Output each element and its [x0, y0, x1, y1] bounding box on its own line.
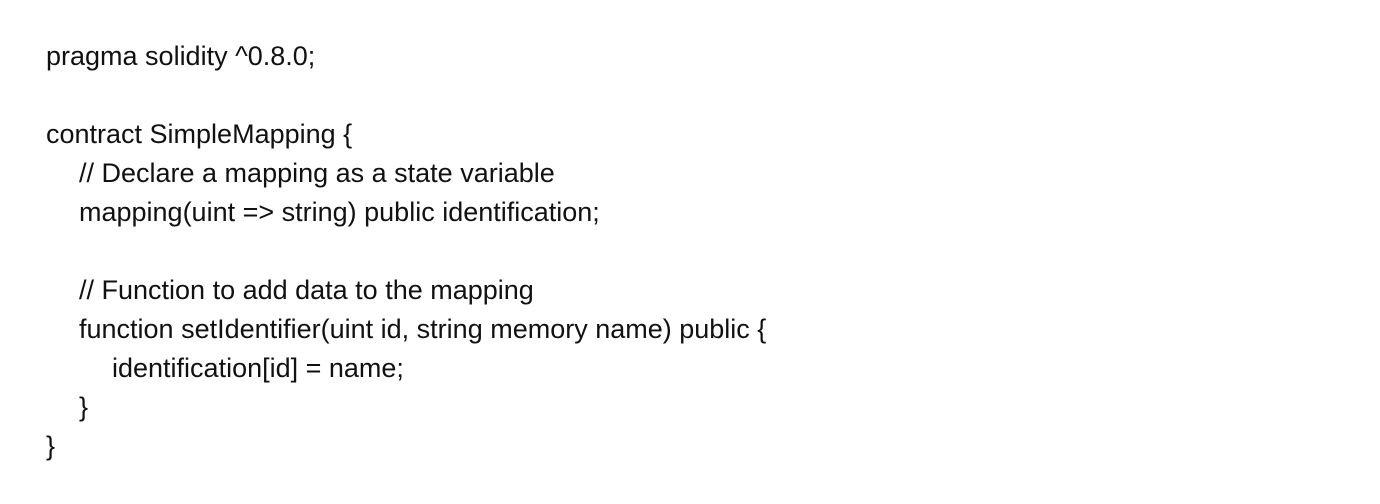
code-line-pragma: pragma solidity ^0.8.0; [46, 41, 316, 71]
code-snippet: pragma solidity ^0.8.0; contract SimpleM… [46, 37, 766, 466]
code-line-mapping-declaration: mapping(uint => string) public identific… [79, 197, 600, 227]
code-line-assignment: identification[id] = name; [112, 353, 404, 383]
code-line-function-close: } [79, 392, 89, 422]
code-line-contract-close: } [46, 431, 56, 461]
code-line-comment-function: // Function to add data to the mapping [79, 275, 534, 305]
code-line-function-signature: function setIdentifier(uint id, string m… [79, 314, 767, 344]
code-line-contract-open: contract SimpleMapping { [46, 119, 353, 149]
code-line-blank [46, 232, 766, 271]
code-line-comment-declare: // Declare a mapping as a state variable [79, 158, 555, 188]
code-line-blank [46, 76, 766, 115]
